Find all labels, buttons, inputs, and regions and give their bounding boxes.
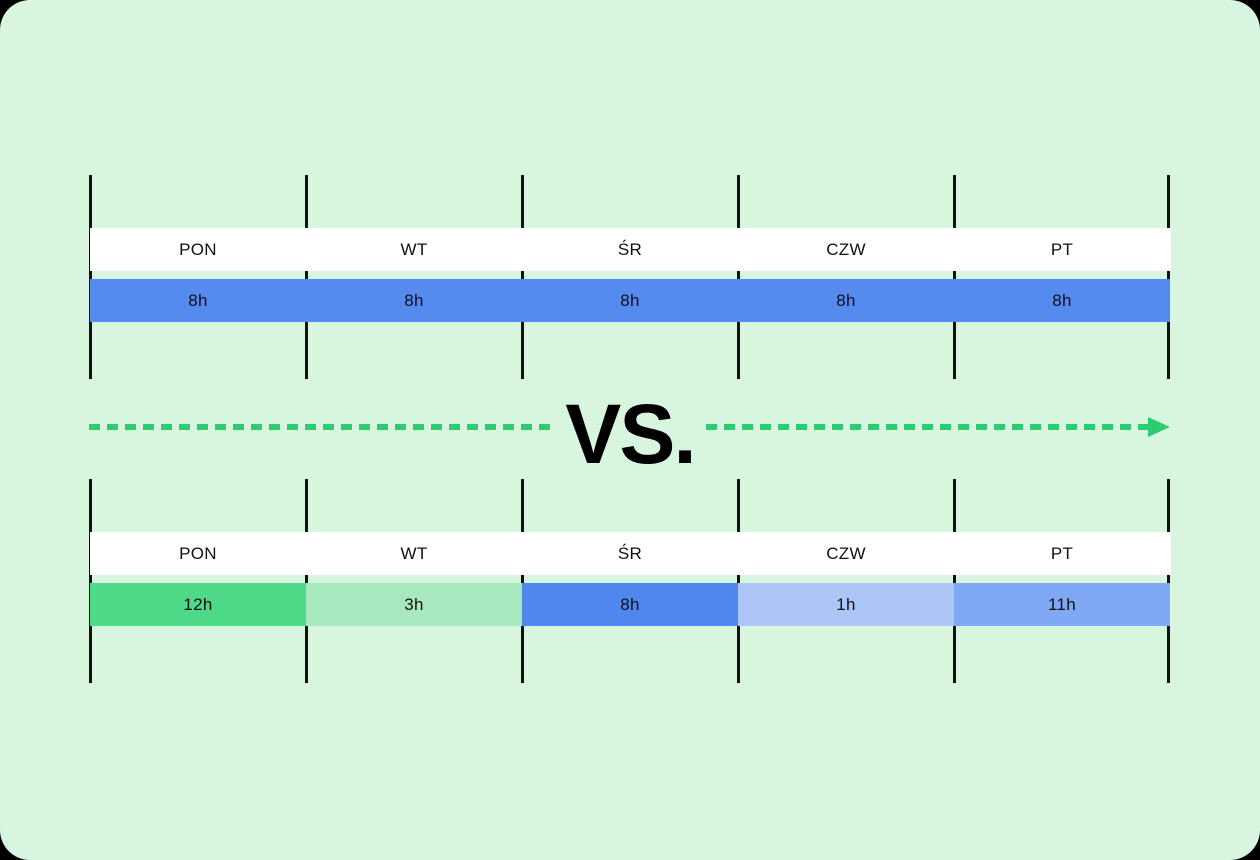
chart-fixed-schedule: PON WT ŚR CZW PT 8h 8h 8h 8h 8h (89, 175, 1171, 379)
grid-line (521, 175, 524, 379)
hours-bar: 1h (738, 583, 954, 626)
vs-divider: VS. (0, 387, 1260, 485)
day-label: PT (1050, 543, 1074, 563)
hours-bar: 8h (522, 583, 738, 626)
hours-bar: 8h (954, 279, 1170, 322)
arrow-right-icon (1148, 417, 1170, 437)
hours-bar: 8h (522, 279, 738, 322)
day-label: ŚR (617, 239, 643, 259)
grid-line (1167, 479, 1170, 683)
hours-bar: 3h (306, 583, 522, 626)
day-label: WT (400, 239, 428, 259)
day-label: PON (179, 239, 217, 259)
grid-lines-bottom (89, 479, 1170, 683)
grid-line (89, 175, 92, 379)
hours-bar-row-top: 8h 8h 8h 8h 8h (90, 279, 1171, 322)
grid-lines-top (89, 175, 1170, 379)
grid-line (521, 479, 524, 683)
day-label: ŚR (617, 543, 643, 563)
chart-flexible-schedule: PON WT ŚR CZW PT 12h 3h 8h 1h 11h (89, 479, 1171, 683)
hours-bar: 8h (90, 279, 306, 322)
hours-bar: 8h (306, 279, 522, 322)
hours-bar-row-bottom: 12h 3h 8h 1h 11h (90, 583, 1171, 626)
hours-bar: 8h (738, 279, 954, 322)
day-label: WT (400, 543, 428, 563)
hours-bar: 11h (954, 583, 1170, 626)
grid-line (953, 175, 956, 379)
day-label: CZW (826, 239, 866, 259)
hours-bar: 12h (90, 583, 306, 626)
day-label: PT (1050, 239, 1074, 259)
grid-line (305, 175, 308, 379)
dashed-line-left (89, 424, 554, 430)
dashed-line-right (706, 424, 1150, 430)
day-header-row-top: PON WT ŚR CZW PT (90, 228, 1171, 271)
grid-line (737, 479, 740, 683)
grid-line (305, 479, 308, 683)
grid-line (89, 479, 92, 683)
grid-line (1167, 175, 1170, 379)
grid-line (953, 479, 956, 683)
day-header-row-bottom: PON WT ŚR CZW PT (90, 532, 1171, 575)
day-label: PON (179, 543, 217, 563)
vs-label: VS. (565, 387, 696, 481)
grid-line (737, 175, 740, 379)
day-label: CZW (826, 543, 866, 563)
